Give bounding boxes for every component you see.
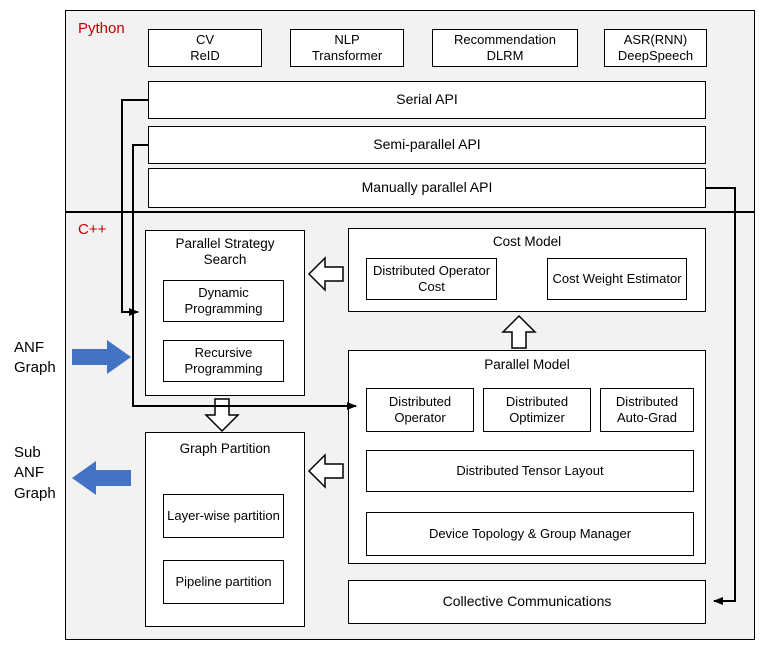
- recursive-programming-box: Recursive Programming: [163, 340, 284, 382]
- parallel-strategy-search-title: Parallel Strategy Search: [175, 236, 275, 268]
- cpp-section-label: C++: [78, 221, 107, 238]
- parallel-model-title: Parallel Model: [484, 357, 570, 372]
- serial-api-bar: Serial API: [148, 81, 706, 119]
- python-section-label: Python: [78, 20, 125, 37]
- manually-parallel-api-bar: Manually parallel API: [148, 168, 706, 208]
- app-box-recommendation-dlrm: Recommendation DLRM: [432, 29, 578, 67]
- cost-weight-estimator-box: Cost Weight Estimator: [547, 258, 687, 300]
- distributed-operator-box: Distributed Operator: [366, 388, 474, 432]
- semi-parallel-api-bar: Semi-parallel API: [148, 126, 706, 164]
- anf-graph-label: ANF Graph: [14, 339, 56, 377]
- app-box-nlp-transformer: NLP Transformer: [290, 29, 404, 67]
- app-box-asr-deepspeech: ASR(RNN) DeepSpeech: [604, 29, 707, 67]
- distributed-optimizer-box: Distributed Optimizer: [483, 388, 591, 432]
- graph-partition-title: Graph Partition: [179, 441, 271, 456]
- device-topology-group-manager-box: Device Topology & Group Manager: [366, 512, 694, 556]
- distributed-auto-grad-box: Distributed Auto-Grad: [600, 388, 694, 432]
- layer-wise-partition-box: Layer-wise partition: [163, 494, 284, 538]
- collective-communications-box: Collective Communications: [348, 580, 706, 624]
- cost-model-title: Cost Model: [492, 234, 562, 249]
- sub-anf-graph-label: Sub ANF Graph: [14, 444, 56, 502]
- app-box-cv-reid: CV ReID: [148, 29, 262, 67]
- distributed-operator-cost-box: Distributed Operator Cost: [366, 258, 497, 300]
- distributed-tensor-layout-box: Distributed Tensor Layout: [366, 450, 694, 492]
- dynamic-programming-box: Dynamic Programming: [163, 280, 284, 322]
- pipeline-partition-box: Pipeline partition: [163, 560, 284, 604]
